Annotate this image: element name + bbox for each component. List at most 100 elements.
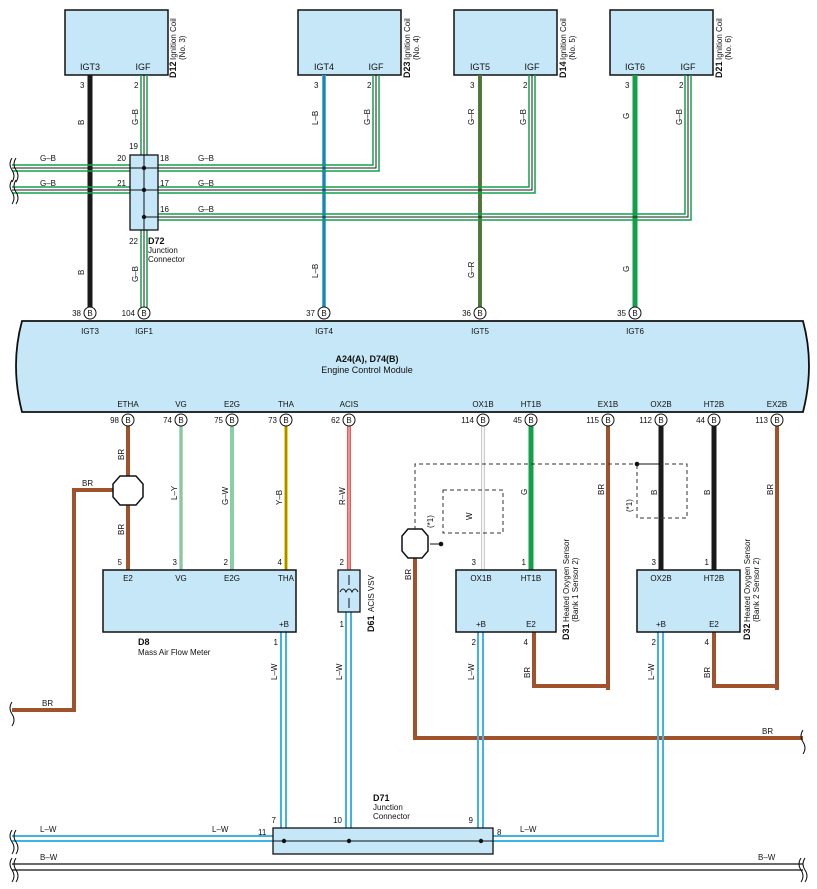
svg-text:113: 113	[755, 416, 768, 425]
pin-name: IGT5	[470, 62, 490, 72]
component-code: D71	[373, 793, 390, 803]
svg-text:2: 2	[652, 638, 657, 647]
component-name: Mass Air Flow Meter	[138, 648, 211, 657]
svg-text:37: 37	[306, 309, 315, 318]
svg-text:G–B: G–B	[198, 154, 214, 163]
svg-text:L–B: L–B	[311, 111, 320, 125]
wire-br-ground-2	[413, 545, 803, 740]
svg-text:35: 35	[617, 309, 626, 318]
svg-text:G: G	[520, 489, 529, 495]
coil-d12: IGT3 IGF D12 Ignition Coil (No. 3)	[64, 9, 187, 78]
svg-text:G: G	[622, 266, 631, 272]
heated-oxygen-sensor-d32: OX2B HT2B +B E2 3 1 2 4 D32 Heated Oxyge…	[636, 539, 761, 647]
svg-text:G–B: G–B	[40, 154, 56, 163]
svg-text:G–B: G–B	[40, 179, 56, 188]
component-name: Ignition Coil	[403, 18, 412, 60]
svg-text:OX1B: OX1B	[470, 574, 491, 583]
svg-text:G–B: G–B	[675, 109, 684, 125]
component-name: Heated Oxygen Sensor	[562, 539, 571, 622]
svg-text:3: 3	[472, 558, 477, 567]
svg-text:+B: +B	[279, 620, 289, 629]
svg-text:112: 112	[639, 416, 652, 425]
svg-text:B–W: B–W	[40, 853, 58, 862]
svg-text:B: B	[141, 309, 146, 318]
ecm-pin-104: B 104 IGF1	[122, 306, 153, 336]
svg-text:E2G: E2G	[224, 400, 240, 409]
svg-text:E2G: E2G	[224, 574, 240, 583]
pin-name: IGT3	[80, 62, 100, 72]
component-code: D31	[561, 623, 571, 640]
svg-text:BR: BR	[766, 484, 775, 495]
svg-text:74: 74	[163, 416, 172, 425]
svg-text:3: 3	[652, 558, 657, 567]
wire-lw-maf	[280, 632, 287, 828]
svg-text:L–B: L–B	[311, 264, 320, 278]
svg-text:OX2B: OX2B	[650, 400, 671, 409]
svg-text:BR: BR	[597, 484, 606, 495]
ecm-pin-36: B 36 IGT5	[462, 306, 489, 336]
svg-text:B: B	[283, 416, 288, 425]
component-code: D12	[168, 61, 178, 78]
svg-text:2: 2	[679, 81, 684, 90]
svg-text:B: B	[632, 309, 637, 318]
pin-name: IGT4	[314, 62, 334, 72]
svg-text:2: 2	[523, 81, 528, 90]
svg-text:BR: BR	[703, 667, 712, 678]
mass-air-flow-meter-d8: E2 VG E2G THA +B 5 3 2 4 1 D8 Mass Air F…	[102, 558, 297, 657]
component-name: ACIS VSV	[367, 574, 376, 612]
svg-text:ACIS: ACIS	[340, 400, 359, 409]
svg-text:Connector: Connector	[373, 812, 410, 821]
svg-text:HT2B: HT2B	[704, 574, 724, 583]
wire-e2-s1	[532, 632, 608, 688]
ecm-top-pins: B 38 IGT3 B 104 IGF1 B 37 IGT4 B 36 IGT5…	[72, 306, 644, 336]
component-code: D21	[714, 61, 724, 78]
svg-text:115: 115	[586, 416, 599, 425]
component-number: (No. 5)	[568, 35, 577, 60]
svg-text:L–Y: L–Y	[170, 485, 179, 500]
svg-text:2: 2	[224, 558, 229, 567]
svg-text:G–R: G–R	[467, 108, 476, 125]
svg-text:B: B	[477, 309, 482, 318]
svg-text:62: 62	[331, 416, 340, 425]
wire-igf-d14	[158, 75, 536, 194]
wire-igf-d23	[158, 75, 380, 172]
svg-text:BR: BR	[117, 524, 126, 535]
svg-text:3: 3	[173, 558, 178, 567]
svg-text:22: 22	[129, 237, 138, 246]
acis-vsv-d61: 2 1 D61 ACIS VSV	[337, 558, 376, 632]
svg-text:11: 11	[258, 828, 267, 837]
component-name: Ignition Coil	[715, 18, 724, 60]
svg-text:Y–B: Y–B	[275, 490, 284, 505]
svg-text:4: 4	[705, 638, 710, 647]
svg-text:L–W: L–W	[212, 825, 229, 834]
svg-text:B: B	[650, 490, 659, 495]
component-number: (No. 3)	[178, 35, 187, 60]
pin-name: IGF	[369, 62, 385, 72]
wire-igf-d21	[158, 75, 692, 221]
svg-text:HT1B: HT1B	[521, 400, 541, 409]
wire-left-gb-1	[12, 164, 130, 172]
wire-igf-d12	[140, 75, 148, 310]
svg-text:B: B	[774, 416, 779, 425]
svg-text:E2: E2	[123, 574, 133, 583]
svg-text:75: 75	[214, 416, 223, 425]
coil-d14: IGT5 IGF D14 Ignition Coil (No. 5)	[453, 9, 577, 78]
svg-text:114: 114	[461, 416, 474, 425]
svg-text:1: 1	[274, 638, 279, 647]
svg-text:BR: BR	[42, 699, 53, 708]
svg-text:Junction: Junction	[148, 246, 178, 255]
svg-text:THA: THA	[278, 400, 295, 409]
bottom-wire-labels: BR BR BR BR L–Y G–W Y–B R–W W G BR B B B…	[40, 449, 776, 862]
junction-connector-d71: 7 10 9 11 8 D71 Junction Connector	[258, 793, 502, 855]
svg-text:20: 20	[117, 154, 126, 163]
svg-text:BR: BR	[404, 569, 413, 580]
svg-text:(*1): (*1)	[625, 499, 634, 512]
svg-text:B: B	[480, 416, 485, 425]
svg-text:+B: +B	[656, 620, 666, 629]
